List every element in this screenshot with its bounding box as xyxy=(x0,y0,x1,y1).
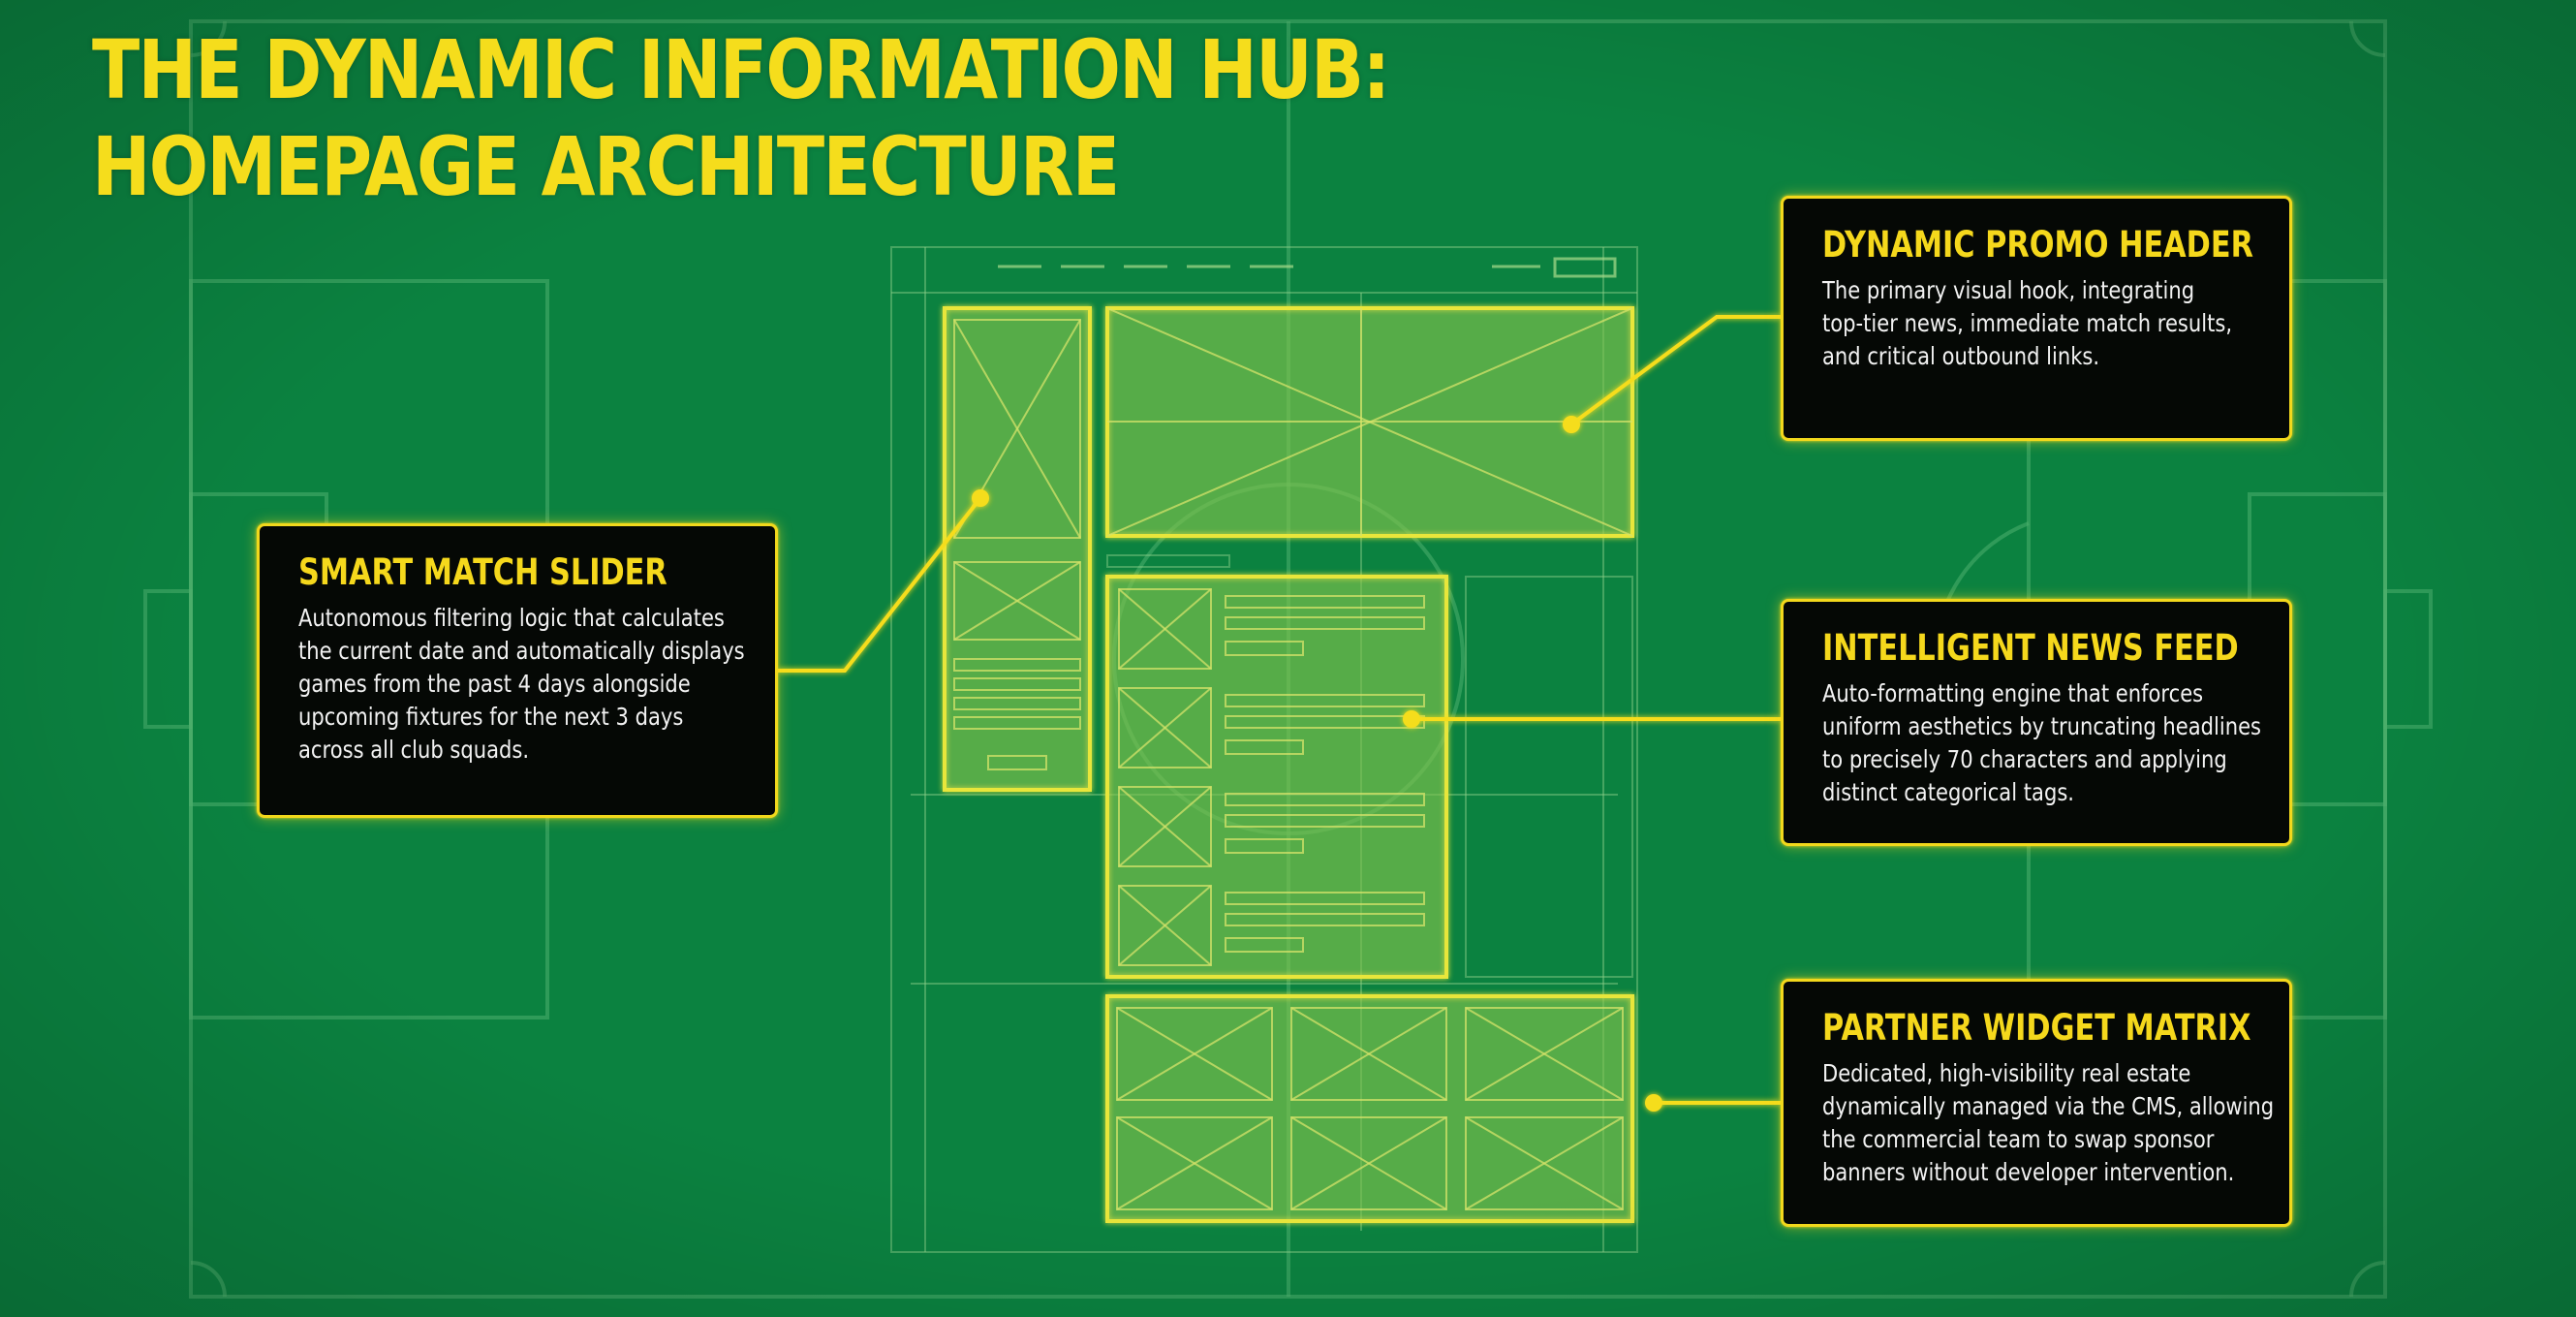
callout-line: to precisely 70 characters and applying xyxy=(1822,745,2227,773)
callout-line: distinct categorical tags. xyxy=(1822,778,2075,806)
callout-news-feed: INTELLIGENT NEWS FEED Auto-formatting en… xyxy=(1781,599,2292,846)
callout-line: top-tier news, immediate match results, xyxy=(1822,309,2233,337)
callout-line: Dedicated, high-visibility real estate xyxy=(1822,1059,2191,1087)
wireframe-promo-header xyxy=(1105,306,1634,538)
callout-body: Auto-formatting engine that enforces uni… xyxy=(1822,677,2262,809)
callout-promo-header: DYNAMIC PROMO HEADER The primary visual … xyxy=(1781,196,2292,441)
page-title: THE DYNAMIC INFORMATION HUB: HOMEPAGE AR… xyxy=(92,21,1390,215)
callout-line: The primary visual hook, integrating xyxy=(1822,276,2195,304)
callout-line: the current date and automatically displ… xyxy=(298,637,745,665)
callout-line: Autonomous filtering logic that calculat… xyxy=(298,604,725,632)
callout-partner-matrix: PARTNER WIDGET MATRIX Dedicated, high-vi… xyxy=(1781,979,2292,1227)
callout-line: across all club squads. xyxy=(298,736,530,764)
callout-line: uniform aesthetics by truncating headlin… xyxy=(1822,712,2262,740)
wireframe-right-column xyxy=(1465,576,1633,978)
callout-line: and critical outbound links. xyxy=(1822,342,2100,370)
callout-body: Autonomous filtering logic that calculat… xyxy=(298,602,745,767)
right-goal xyxy=(2383,589,2433,729)
wireframe-slider-column xyxy=(943,306,1092,792)
dot-match-slider xyxy=(972,489,989,507)
callout-body: The primary visual hook, integrating top… xyxy=(1822,274,2233,373)
callout-title: INTELLIGENT NEWS FEED xyxy=(1822,627,2239,669)
callout-line: Auto-formatting engine that enforces xyxy=(1822,679,2204,707)
left-goal xyxy=(143,589,193,729)
wireframe-news-feed xyxy=(1105,575,1448,979)
callout-line: dynamically managed via the CMS, allowin… xyxy=(1822,1092,2275,1120)
wireframe-label-bar xyxy=(1106,554,1230,568)
wireframe-nav xyxy=(998,257,1617,278)
callout-line: banners without developer intervention. xyxy=(1822,1158,2235,1186)
callout-match-slider: SMART MATCH SLIDER Autonomous filtering … xyxy=(257,523,778,818)
callout-line: the commercial team to swap sponsor xyxy=(1822,1125,2215,1153)
callout-line: games from the past 4 days alongside xyxy=(298,670,691,698)
corner-arc-tr xyxy=(2349,20,2386,57)
dot-promo-header xyxy=(1563,416,1580,433)
corner-arc-bl xyxy=(190,1261,227,1298)
dot-partner-matrix xyxy=(1645,1094,1662,1112)
page-title-line-2: HOMEPAGE ARCHITECTURE xyxy=(92,119,1120,214)
corner-arc-br xyxy=(2349,1261,2386,1298)
callout-title: SMART MATCH SLIDER xyxy=(298,551,667,593)
homepage-wireframe xyxy=(890,246,1638,1253)
callout-body: Dedicated, high-visibility real estate d… xyxy=(1822,1057,2275,1189)
page-title-line-1: THE DYNAMIC INFORMATION HUB: xyxy=(92,22,1390,117)
callout-title: PARTNER WIDGET MATRIX xyxy=(1822,1007,2251,1049)
callout-line: upcoming fixtures for the next 3 days xyxy=(298,703,684,731)
wireframe-partner-matrix xyxy=(1105,994,1634,1223)
callout-title: DYNAMIC PROMO HEADER xyxy=(1822,224,2253,266)
dot-news-feed xyxy=(1403,710,1420,728)
